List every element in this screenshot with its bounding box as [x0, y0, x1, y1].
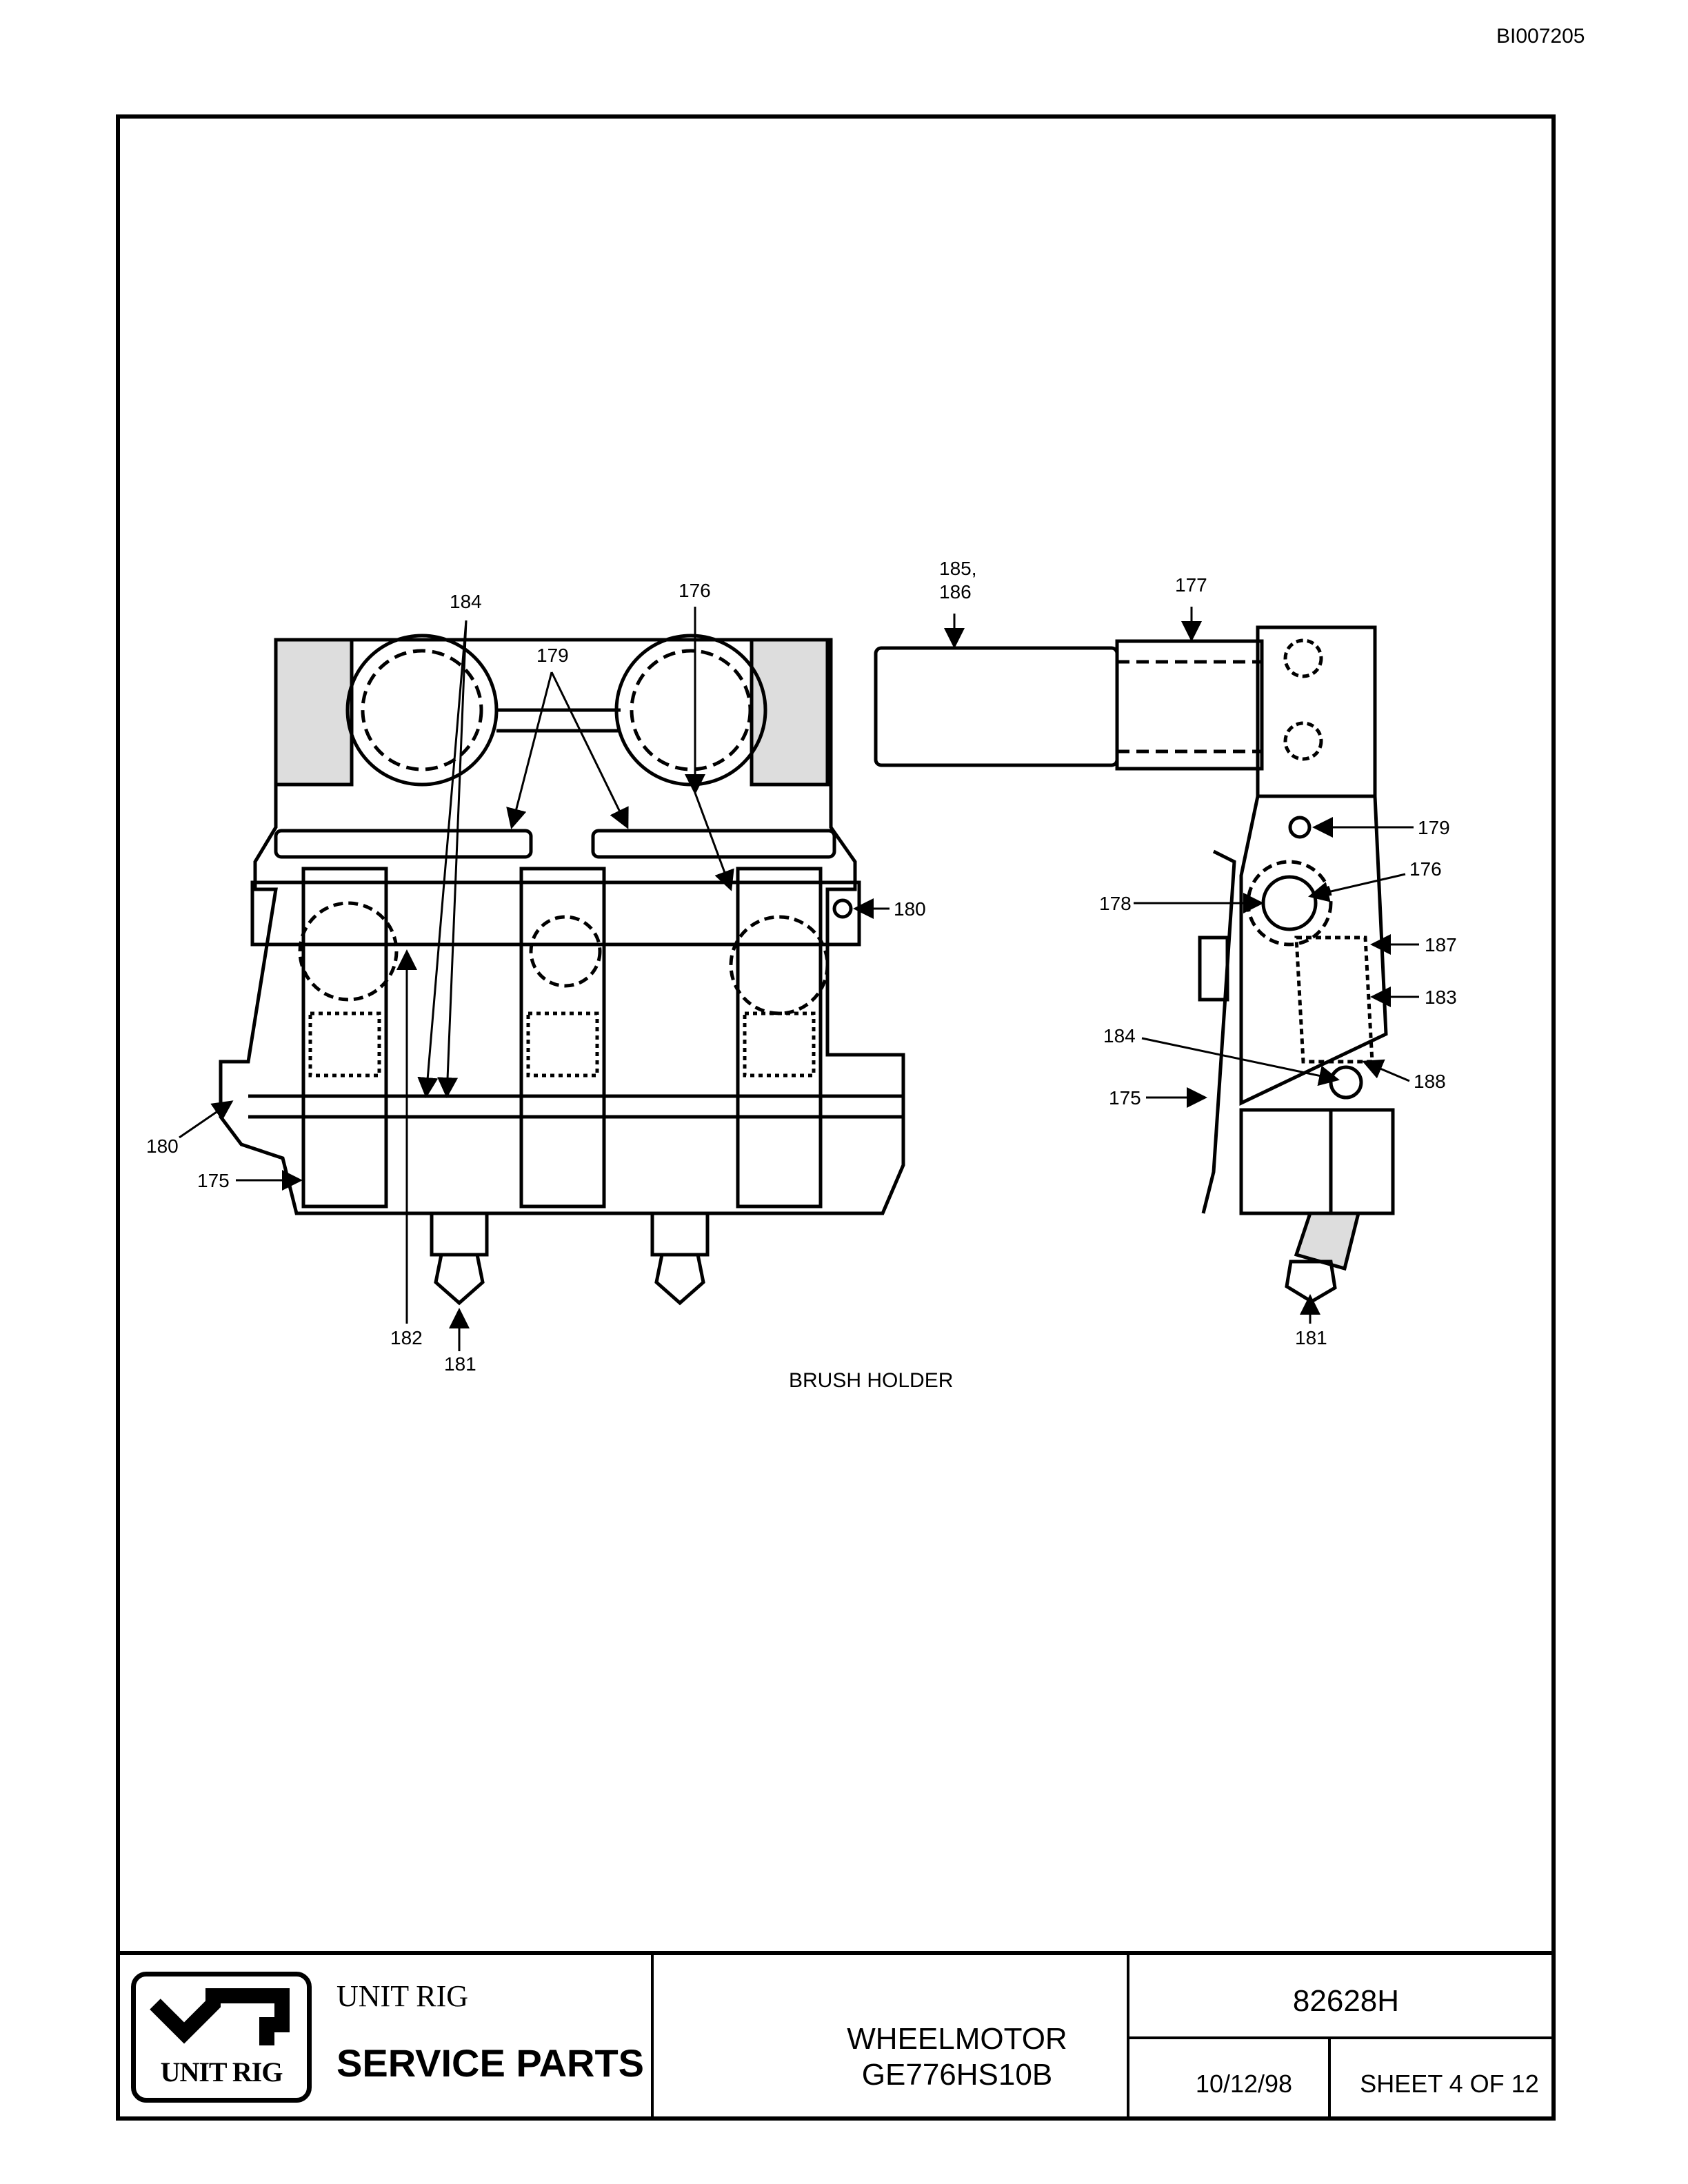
callout-186: 186 — [939, 581, 972, 603]
front-view — [219, 634, 905, 1306]
product-line-1: WHEELMOTOR — [847, 2022, 1067, 2056]
part-number: 82628H — [1292, 1984, 1400, 2018]
document-id: BI007205 — [1496, 25, 1585, 48]
product-line-2: GE776HS10B — [861, 2058, 1053, 2092]
callout-184-top: 184 — [450, 591, 482, 612]
callout-180-left: 180 — [146, 1135, 179, 1157]
callout-181-side: 181 — [1295, 1327, 1327, 1348]
logo-text: UNIT RIG — [160, 2056, 283, 2087]
callout-178: 178 — [1099, 893, 1132, 914]
title-block: UNIT RIG UNIT RIG SERVICE PARTS WHEELMOT… — [116, 1951, 1556, 2121]
title-divider-3 — [1127, 2036, 1556, 2039]
callout-183: 183 — [1425, 987, 1457, 1008]
callout-175-left: 175 — [197, 1170, 230, 1191]
company-name: UNIT RIG — [336, 1979, 469, 2013]
title-divider-4 — [1328, 2036, 1331, 2121]
unit-rig-logo: UNIT RIG — [131, 1972, 312, 2103]
side-view — [874, 625, 1395, 1304]
callout-181-left: 181 — [444, 1353, 476, 1375]
title-divider-1 — [651, 1955, 654, 2121]
callout-175-side: 175 — [1109, 1087, 1141, 1109]
drawing-frame — [116, 114, 1556, 2121]
callout-182: 182 — [390, 1327, 423, 1348]
issue-date: 10/12/98 — [1195, 2070, 1293, 2098]
sheet-number: SHEET 4 OF 12 — [1360, 2070, 1539, 2098]
section-title: SERVICE PARTS — [336, 2041, 645, 2085]
callout-188: 188 — [1414, 1071, 1446, 1092]
product-name: WHEELMOTOR GE776HS10B — [661, 2021, 1254, 2093]
callout-185: 185, — [939, 558, 977, 579]
callout-180-right: 180 — [894, 898, 926, 920]
callout-184-side: 184 — [1103, 1025, 1136, 1046]
callout-179-top: 179 — [536, 645, 569, 666]
callout-179-side: 179 — [1418, 817, 1450, 838]
callout-176-side: 176 — [1409, 858, 1442, 880]
diagram-caption: BRUSH HOLDER — [789, 1369, 953, 1392]
callout-177: 177 — [1175, 574, 1207, 596]
callout-176-top: 176 — [679, 580, 711, 601]
callout-187: 187 — [1425, 934, 1457, 956]
